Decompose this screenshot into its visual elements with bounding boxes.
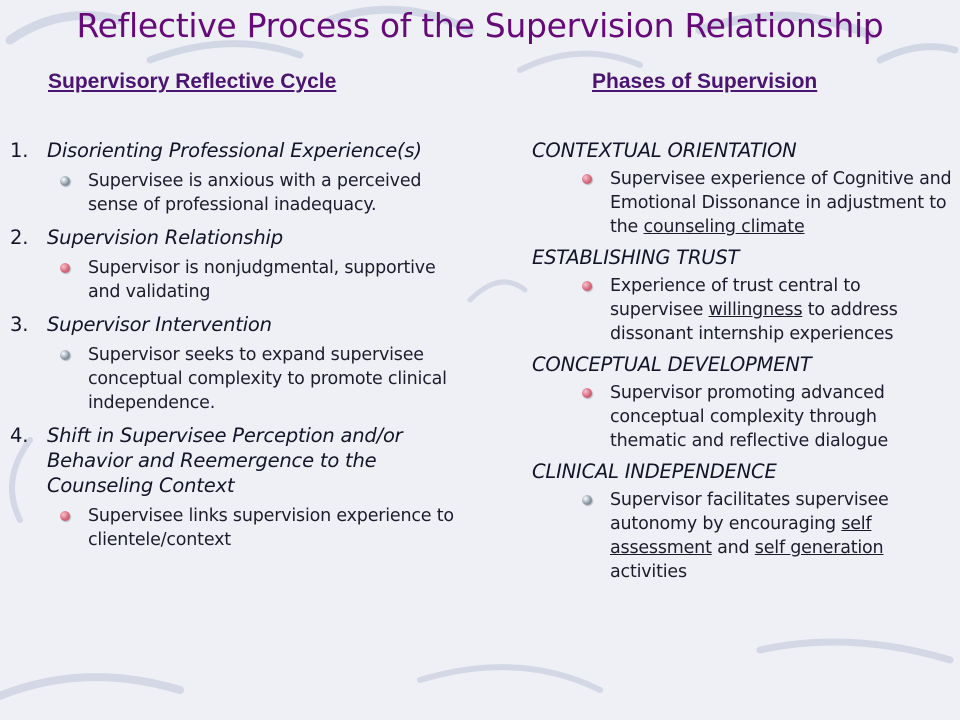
phase-bullet: Supervisee experience of Cognitive and E…: [582, 167, 957, 239]
bullet-text: Supervisee experience of Cognitive and E…: [610, 169, 952, 237]
item-number: 3.: [10, 313, 29, 336]
item-number: 4.: [10, 424, 29, 447]
bullet-icon: [582, 174, 592, 184]
underlined-term: self assessment: [610, 514, 872, 558]
cycle-item-bullet: Supervisee links supervision experience …: [60, 504, 470, 552]
underlined-term: self generation: [754, 538, 884, 558]
cycle-item-heading: 2. Supervision Relationship: [10, 225, 470, 250]
phase-bullet: Supervisor promoting advanced conceptual…: [582, 381, 957, 453]
bullet-icon: [582, 388, 592, 398]
item-heading-text: Supervision Relationship: [47, 226, 283, 249]
cycle-item-heading: 1. Disorienting Professional Experience(…: [10, 138, 470, 163]
bullet-text: Supervisor facilitates supervisee autono…: [610, 490, 889, 582]
bullet-icon: [60, 511, 70, 521]
bullet-icon: [60, 176, 70, 186]
item-number: 2.: [10, 226, 29, 249]
bullet-text: Experience of trust central to supervise…: [610, 276, 898, 344]
left-column-heading: Supervisory Reflective Cycle: [48, 70, 337, 93]
bullet-text: Supervisee is anxious with a perceived s…: [88, 171, 422, 215]
bullet-text: Supervisee links supervision experience …: [88, 506, 454, 550]
cycle-item-heading: 3. Supervisor Intervention: [10, 312, 470, 337]
slide-title: Reflective Process of the Supervision Re…: [76, 6, 884, 45]
phase-heading: ESTABLISHING TRUST: [532, 245, 957, 270]
phase-bullet: Experience of trust central to supervise…: [582, 274, 957, 346]
cycle-item-heading: 4. Shift in Supervisee Perception and/or…: [10, 423, 470, 498]
reflective-cycle-list: 1. Disorienting Professional Experience(…: [10, 138, 470, 552]
phase-heading-text: ESTABLISHING TRUST: [532, 246, 740, 269]
phase-heading-text: CLINICAL INDEPENDENCE: [532, 460, 777, 483]
cycle-item-bullet: Supervisor seeks to expand supervisee co…: [60, 343, 470, 415]
phase-heading: CONCEPTUAL DEVELOPMENT: [532, 352, 957, 377]
bullet-icon: [60, 350, 70, 360]
phase-heading: CONTEXTUAL ORIENTATION: [532, 138, 957, 163]
bullet-text: Supervisor promoting advanced conceptual…: [610, 383, 889, 451]
item-number: 1.: [10, 139, 29, 162]
cycle-item-bullet: Supervisee is anxious with a perceived s…: [60, 169, 470, 217]
item-heading-text: Shift in Supervisee Perception and/or Be…: [47, 424, 403, 497]
underlined-term: willingness: [708, 300, 803, 320]
bullet-icon: [582, 495, 592, 505]
item-heading-text: Disorienting Professional Experience(s): [47, 139, 422, 162]
right-column-heading: Phases of Supervision: [592, 70, 818, 93]
phase-heading: CLINICAL INDEPENDENCE: [532, 459, 957, 484]
phase-heading-text: CONTEXTUAL ORIENTATION: [532, 139, 797, 162]
phase-heading-text: CONCEPTUAL DEVELOPMENT: [532, 353, 812, 376]
underlined-term: counseling climate: [643, 217, 805, 237]
phases-list: CONTEXTUAL ORIENTATION Supervisee experi…: [532, 138, 957, 584]
bullet-text: Supervisor seeks to expand supervisee co…: [88, 345, 447, 413]
cycle-item-bullet: Supervisor is nonjudgmental, supportive …: [60, 256, 470, 304]
bullet-text: Supervisor is nonjudgmental, supportive …: [88, 258, 436, 302]
bullet-icon: [582, 281, 592, 291]
item-heading-text: Supervisor Intervention: [47, 313, 272, 336]
bullet-icon: [60, 263, 70, 273]
phase-bullet: Supervisor facilitates supervisee autono…: [582, 488, 957, 584]
